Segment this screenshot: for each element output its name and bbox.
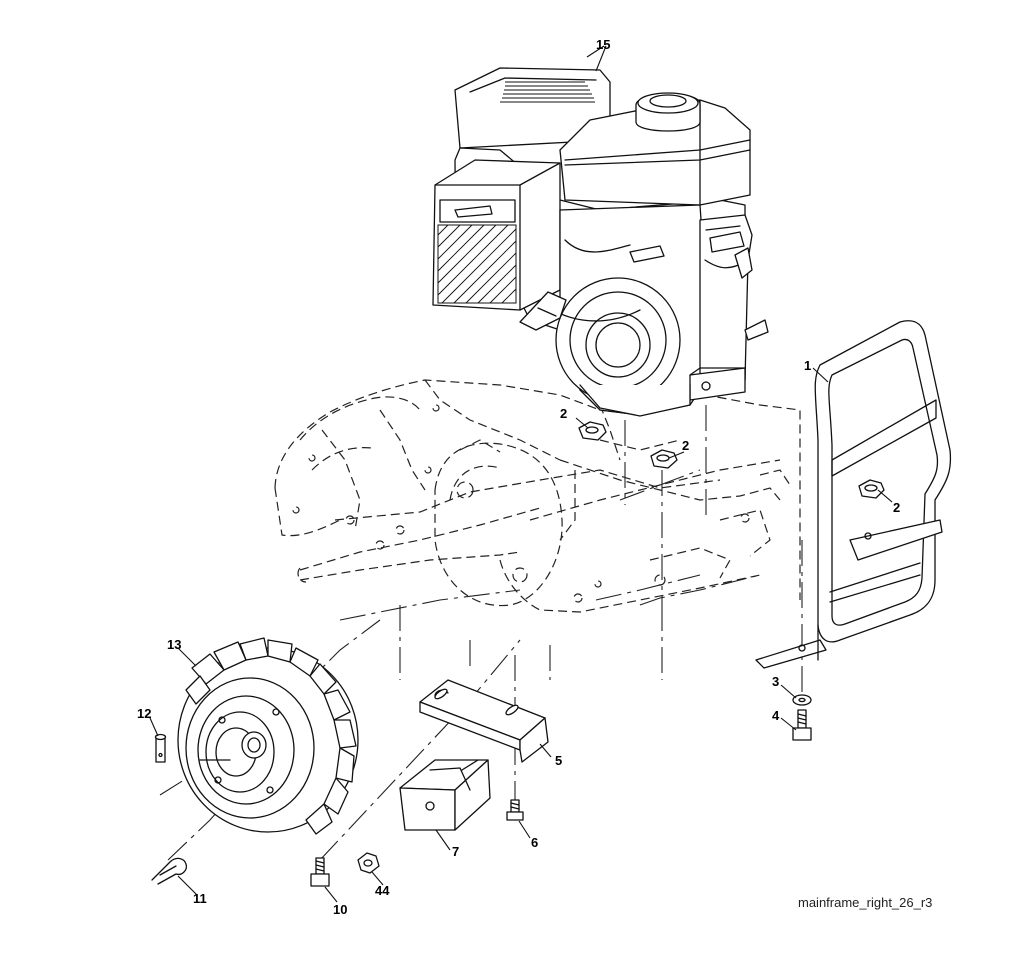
lock-nut [357, 852, 380, 874]
air-filter-hatching [437, 224, 517, 304]
leader-2c [877, 489, 893, 503]
tank-hatching [500, 81, 595, 103]
leader-11 [177, 875, 198, 896]
leader-3 [780, 684, 797, 699]
callout-13: 13 [167, 637, 181, 652]
leader-1 [812, 367, 829, 383]
callout-15: 15 [596, 37, 610, 52]
leader-7 [435, 829, 451, 851]
drawing-reference: mainframe_right_26_r3 [798, 895, 932, 910]
callout-12: 12 [137, 706, 151, 721]
leader-12 [149, 717, 159, 737]
callout-44: 44 [375, 883, 390, 898]
washer [792, 694, 812, 706]
leader-10 [324, 886, 338, 903]
callout-5: 5 [555, 753, 562, 768]
callout-4: 4 [772, 708, 780, 723]
callout-numbers: 15 1 2 2 2 3 4 5 6 7 10 44 11 12 13 [137, 37, 900, 917]
leader-6 [518, 820, 531, 839]
callout-3: 3 [772, 674, 779, 689]
front-guard [755, 320, 952, 669]
mounting-bracket [419, 679, 549, 763]
leader-44 [371, 871, 384, 886]
callout-11: 11 [193, 891, 207, 906]
callout-7: 7 [452, 844, 459, 859]
phantom-tiller-frame [274, 379, 801, 613]
engine-assembly [432, 67, 769, 417]
callout-2b: 2 [682, 438, 689, 453]
leader-15 [586, 45, 605, 58]
clevis-pin [154, 733, 167, 763]
callout-10: 10 [333, 902, 347, 917]
rubber-block [399, 759, 491, 831]
tire-wheel [177, 637, 359, 835]
leader-4 [780, 717, 797, 731]
tire-tread [185, 637, 357, 835]
carriage-bolt [506, 799, 524, 821]
callout-leaders [149, 45, 893, 903]
leader-13 [177, 647, 197, 667]
callout-6: 6 [531, 835, 538, 850]
callout-2a: 2 [560, 406, 567, 421]
flange-nut-c [858, 479, 885, 499]
callout-1: 1 [804, 358, 811, 373]
flange-nut-b [650, 449, 678, 469]
hairpin-clip [151, 857, 188, 885]
wheel-bolt [310, 857, 330, 887]
leader-2a [575, 417, 589, 429]
flange-nut-a [578, 421, 607, 441]
callout-2c: 2 [893, 500, 900, 515]
hex-bolt [792, 709, 812, 741]
leader-2b [668, 451, 685, 459]
leader-5 [539, 743, 552, 758]
